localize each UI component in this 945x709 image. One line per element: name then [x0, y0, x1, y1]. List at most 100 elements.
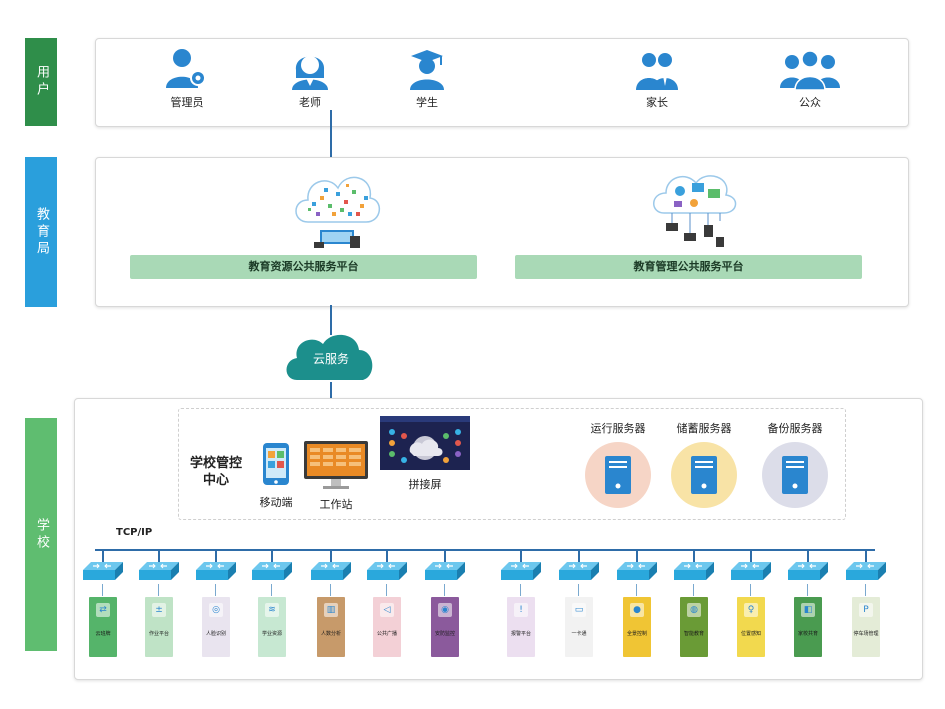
server-run: 运行服务器: [573, 420, 663, 508]
user-panel: [95, 38, 909, 127]
network-switch-icon: [311, 562, 351, 580]
module-card: ≋学业资源: [258, 597, 286, 657]
module-icon: ◉: [438, 603, 452, 617]
module-connector-line: [520, 584, 521, 596]
module-connector-line: [215, 584, 216, 596]
control-center-title: 学校管控 中心: [186, 455, 246, 489]
module-label: 人数分析: [320, 631, 341, 637]
switch-drop-line: [636, 549, 638, 565]
network-switch-icon: [252, 562, 292, 580]
section-label-school: 学校: [25, 418, 57, 651]
network-switch-icon: [788, 562, 828, 580]
module-connector-line: [807, 584, 808, 596]
management-platform-bar: 教育管理公共服务平台: [515, 255, 862, 279]
module-card: ◧ 家校共育: [794, 597, 822, 657]
module-card: ◎ 人脸识别: [202, 597, 230, 657]
cloud-service-icon: [286, 334, 373, 380]
module-label: 家校共育: [797, 631, 818, 637]
switch-drop-line: [158, 549, 160, 565]
module-label: 安防监控: [434, 631, 455, 637]
parent-icon: [636, 53, 678, 90]
switch-drop-line: [215, 549, 217, 565]
module-label: 云班牌: [95, 631, 111, 637]
module-icon: ⇄: [96, 603, 110, 617]
module-connector-line: [330, 584, 331, 596]
user-teacher-label: 老师: [299, 96, 321, 109]
control-center-title-line2: 中心: [202, 473, 229, 488]
module-label: 人脸识别: [205, 631, 226, 637]
module-card: ◍智能教育: [680, 597, 708, 657]
module-card: ♀位置感知: [737, 597, 765, 657]
user-teacher: 老师: [275, 48, 345, 110]
switch-drop-line: [271, 549, 273, 565]
module-card: ◉ 安防监控: [431, 597, 459, 657]
module-card: ! 报警平台: [507, 597, 535, 657]
module-icon: ●: [630, 603, 644, 617]
server-run-circle: [585, 442, 651, 508]
server-storage: 储蓄服务器: [659, 420, 749, 508]
switch-drop-line: [578, 549, 580, 565]
switch-drop-line: [386, 549, 388, 565]
module-icon: ◎: [209, 603, 223, 617]
module-card: ⇄ 云班牌: [89, 597, 117, 657]
module-label: 智能教育: [683, 631, 704, 637]
control-center-title-line1: 学校管控: [189, 456, 242, 471]
network-switch-icon: [425, 562, 465, 580]
connector-user-bureau: [330, 110, 332, 157]
network-switch-icon: [83, 562, 123, 580]
resource-cloud-icon: [295, 176, 380, 248]
module-icon: ±: [152, 603, 166, 617]
module-connector-line: [444, 584, 445, 596]
server-backup-circle: [762, 442, 828, 508]
module-icon: ▭: [572, 603, 586, 617]
server-run-icon: [605, 456, 631, 494]
switch-drop-line: [520, 549, 522, 565]
module-card: ▥人数分析: [317, 597, 345, 657]
network-switch-icon: [139, 562, 179, 580]
server-storage-label: 储蓄服务器: [676, 422, 732, 435]
splice-screen-icon: [380, 416, 470, 470]
module-connector-line: [158, 584, 159, 596]
management-cloud-icon: [653, 175, 737, 247]
user-public: 公众: [775, 48, 845, 110]
switch-drop-line: [865, 549, 867, 565]
admin-icon: [166, 49, 206, 88]
network-bus: [95, 549, 875, 551]
teacher-icon: [292, 56, 328, 90]
network-switch-icon: [501, 562, 541, 580]
network-switch-icon: [674, 562, 714, 580]
switch-drop-line: [693, 549, 695, 565]
switch-drop-line: [102, 549, 104, 565]
network-switch-icon: [196, 562, 236, 580]
module-card: ± 作业平台: [145, 597, 173, 657]
module-connector-line: [636, 584, 637, 596]
module-connector-line: [578, 584, 579, 596]
module-icon: !: [514, 603, 528, 617]
module-icon: ◧: [801, 603, 815, 617]
user-admin: 管理员: [152, 48, 222, 110]
switch-drop-line: [807, 549, 809, 565]
workstation-icon: [304, 441, 368, 489]
user-parent: 家长: [622, 48, 692, 110]
module-connector-line: [386, 584, 387, 596]
network-label: TCP/IP: [116, 527, 153, 538]
module-label: 作业平台: [148, 631, 169, 637]
network-switch-icon: [559, 562, 599, 580]
resource-platform-bar: 教育资源公共服务平台: [130, 255, 477, 279]
module-label: 报警平台: [510, 631, 531, 637]
module-card: ●全景控制: [623, 597, 651, 657]
cloud-service-label: 云服务: [312, 352, 349, 366]
network-switch-icon: [731, 562, 771, 580]
server-backup-icon: [782, 456, 808, 494]
module-label: 学业资源: [261, 631, 282, 637]
module-icon: P: [859, 603, 873, 617]
network-switch-icon: [367, 562, 407, 580]
mobile-phone-icon: [263, 443, 289, 485]
user-student-label: 学生: [416, 96, 438, 109]
module-label: 位置感知: [740, 631, 761, 637]
mobile-label: 移动端: [259, 496, 293, 509]
workstation-label: 工作站: [319, 498, 353, 511]
public-icon: [780, 50, 840, 90]
section-label-bureau: 教育局: [25, 157, 57, 307]
